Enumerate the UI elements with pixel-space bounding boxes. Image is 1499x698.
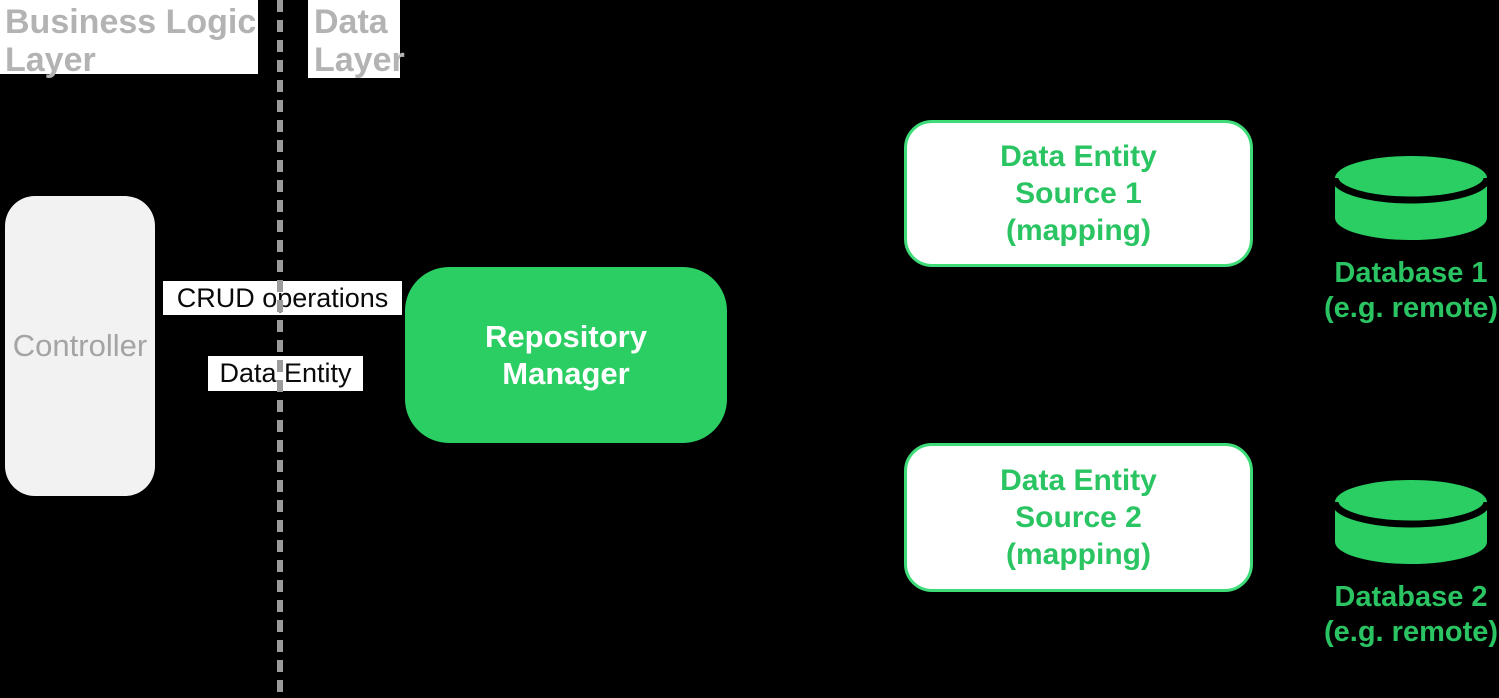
repository-manager-node: Repository Manager xyxy=(405,267,727,443)
business-logic-layer-label: Business Logic Layer xyxy=(0,0,258,79)
data-entity-edge-label: Data Entity xyxy=(208,356,363,391)
database-1-label: Database 1 (e.g. remote) xyxy=(1323,257,1499,324)
controller-node: Controller xyxy=(5,196,155,496)
database-2-label: Database 2 (e.g. remote) xyxy=(1323,581,1499,648)
layer-divider-dashed-line xyxy=(277,0,283,698)
data-entity-source-2-node: Data Entity Source 2 (mapping) xyxy=(904,443,1253,592)
data-layer-label: Data Layer xyxy=(308,0,405,79)
database-2-icon xyxy=(1335,480,1487,564)
database-1-icon xyxy=(1335,156,1487,240)
data-entity-source-1-node: Data Entity Source 1 (mapping) xyxy=(904,120,1253,267)
